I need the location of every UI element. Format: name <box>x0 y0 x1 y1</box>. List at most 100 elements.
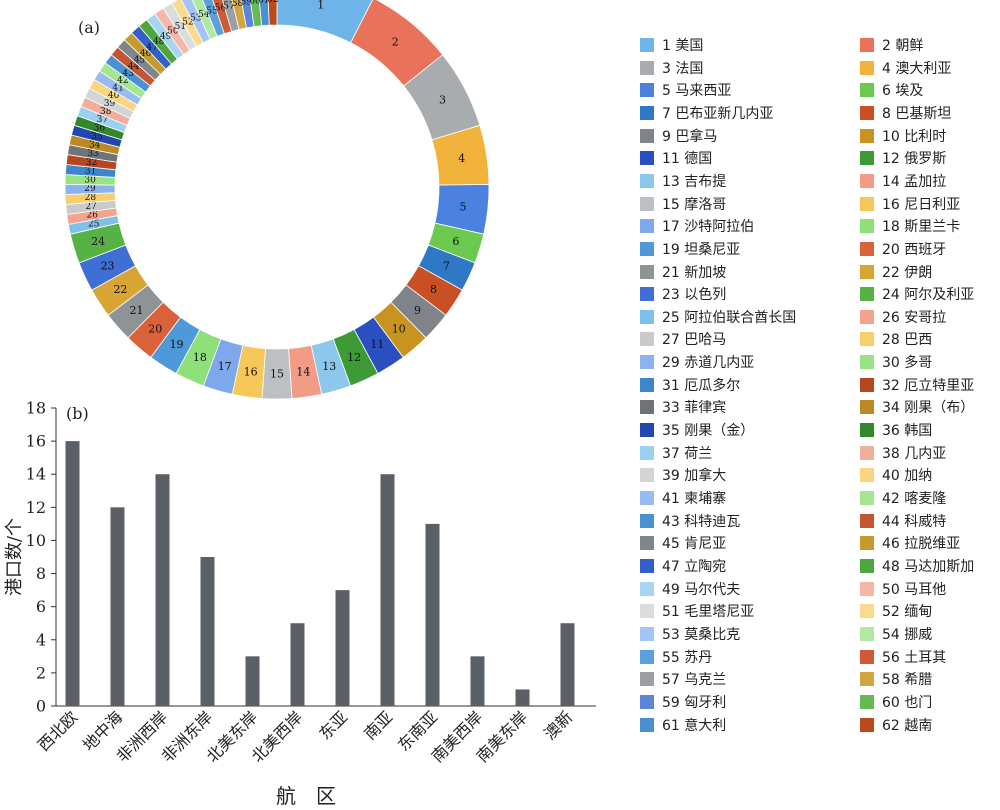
legend-swatch <box>860 173 874 188</box>
x-tick-label: 东亚 <box>315 707 351 743</box>
y-tick-label: 14 <box>26 465 46 484</box>
legend-swatch <box>640 128 654 143</box>
donut-slice-label-25: 25 <box>88 219 100 229</box>
donut-slice-label-45: 45 <box>134 55 146 65</box>
y-tick-label: 16 <box>26 432 46 451</box>
legend-label: 1 美国 <box>662 38 704 54</box>
legend-swatch <box>860 400 874 415</box>
bar-1 <box>65 441 80 706</box>
donut-slice-label-17: 17 <box>218 360 232 373</box>
legend-swatch <box>860 287 874 302</box>
donut-slice-label-56: 56 <box>215 4 227 14</box>
legend-item-8: 8 巴基斯坦 <box>860 102 951 124</box>
donut-slice-label-19: 19 <box>170 338 184 351</box>
donut-slice-label-36: 36 <box>94 123 106 133</box>
legend-item-48: 48 马达加斯加 <box>860 555 974 577</box>
legend-label: 32 厄立特里亚 <box>882 377 975 394</box>
donut-slice-label-4: 4 <box>458 152 465 165</box>
legend-label: 8 巴基斯坦 <box>882 105 952 122</box>
legend-item-18: 18 斯里兰卡 <box>860 215 960 237</box>
legend-swatch <box>640 717 654 732</box>
legend-label: 5 马来西亚 <box>662 83 732 100</box>
donut-slice-label-13: 13 <box>322 360 336 373</box>
legend-item-45: 45 肯尼亚 <box>640 532 726 554</box>
legend-label: 56 土耳其 <box>882 649 947 666</box>
legend-swatch <box>640 173 654 188</box>
legend-label: 26 安哥拉 <box>882 309 947 326</box>
legend-label: 13 吉布提 <box>662 173 727 190</box>
donut-slice-label-10: 10 <box>392 322 406 335</box>
panel-b-label: (b) <box>66 404 89 423</box>
legend-label: 43 科特迪瓦 <box>662 513 741 530</box>
legend-swatch <box>640 151 654 166</box>
donut-slice-label-59: 59 <box>240 0 252 8</box>
donut-slice-label-61: 61 <box>258 0 269 5</box>
bar-3 <box>155 474 170 706</box>
y-tick-label: 6 <box>36 597 46 616</box>
donut-slice-label-26: 26 <box>86 211 98 221</box>
legend-item-30: 30 多哥 <box>860 351 932 373</box>
bar-7 <box>335 590 350 706</box>
legend-label: 59 匈牙利 <box>662 694 727 711</box>
legend-swatch <box>860 377 874 392</box>
legend-item-60: 60 也门 <box>860 691 932 713</box>
donut-slice-label-3: 3 <box>439 93 446 106</box>
legend-item-6: 6 埃及 <box>860 79 923 101</box>
legend-item-16: 16 尼日利亚 <box>860 193 960 215</box>
legend-item-26: 26 安哥拉 <box>860 306 946 328</box>
legend-label: 36 韩国 <box>882 423 933 440</box>
legend-item-39: 39 加拿大 <box>640 464 726 486</box>
legend-item-52: 52 缅甸 <box>860 600 932 622</box>
y-tick-label: 2 <box>36 663 46 682</box>
donut-slice-label-35: 35 <box>91 132 103 142</box>
donut-slice-label-2: 2 <box>392 36 399 49</box>
legend-swatch <box>860 649 874 664</box>
legend-item-33: 33 菲律宾 <box>640 396 726 418</box>
legend-swatch <box>860 332 874 347</box>
donut-slice-label-21: 21 <box>129 304 143 317</box>
legend-item-43: 43 科特迪瓦 <box>640 510 740 532</box>
legend-swatch <box>640 60 654 75</box>
legend-swatch <box>860 309 874 324</box>
legend-label: 3 法国 <box>662 60 704 77</box>
legend-item-59: 59 匈牙利 <box>640 691 726 713</box>
legend-swatch <box>860 513 874 528</box>
legend-item-14: 14 孟加拉 <box>860 170 946 192</box>
legend-label: 25 阿拉伯联合酋长国 <box>662 309 797 326</box>
bar-chart: 024681012141618西北欧地中海非洲西岸非洲东岸北美东岸北美西岸东亚南… <box>4 399 596 808</box>
legend-item-11: 11 德国 <box>640 147 712 169</box>
legend-label: 27 巴哈马 <box>662 332 727 349</box>
y-tick-label: 12 <box>26 498 46 517</box>
donut-slice-label-27: 27 <box>85 202 97 212</box>
donut-slice-label-46: 46 <box>140 49 152 59</box>
legend-label: 50 马耳他 <box>882 581 947 598</box>
donut-chart: 1234567891011121314151617181920212223242… <box>64 0 490 400</box>
legend-label: 22 伊朗 <box>882 264 933 281</box>
legend-item-10: 10 比利时 <box>860 125 946 147</box>
legend-label: 42 喀麦隆 <box>882 491 947 507</box>
legend-swatch <box>860 491 874 505</box>
legend-label: 15 摩洛哥 <box>662 196 727 213</box>
legend-item-42: 42 喀麦隆 <box>860 487 946 509</box>
donut-slice-label-31: 31 <box>85 167 96 177</box>
donut-slice-label-14: 14 <box>296 366 310 379</box>
legend-label: 41 柬埔寨 <box>662 491 727 507</box>
legend-swatch <box>640 196 654 211</box>
legend-swatch <box>640 264 654 279</box>
legend-item-21: 21 新加坡 <box>640 261 726 283</box>
legend-swatch <box>860 264 874 279</box>
donut-slice-label-1: 1 <box>317 0 324 12</box>
donut-slice-label-9: 9 <box>414 304 421 317</box>
legend-label: 40 加纳 <box>882 468 933 485</box>
legend-item-20: 20 西班牙 <box>860 238 946 260</box>
legend-swatch <box>640 626 654 641</box>
legend-label: 9 巴拿马 <box>662 128 718 145</box>
donut-slice-label-16: 16 <box>244 366 258 379</box>
donut-slice-label-22: 22 <box>113 283 127 296</box>
legend-label: 2 朝鲜 <box>882 38 924 54</box>
legend-swatch <box>860 717 874 732</box>
legend-item-36: 36 韩国 <box>860 419 932 441</box>
bar-11 <box>515 689 530 706</box>
legend-swatch <box>860 151 874 166</box>
legend-swatch <box>640 219 654 234</box>
